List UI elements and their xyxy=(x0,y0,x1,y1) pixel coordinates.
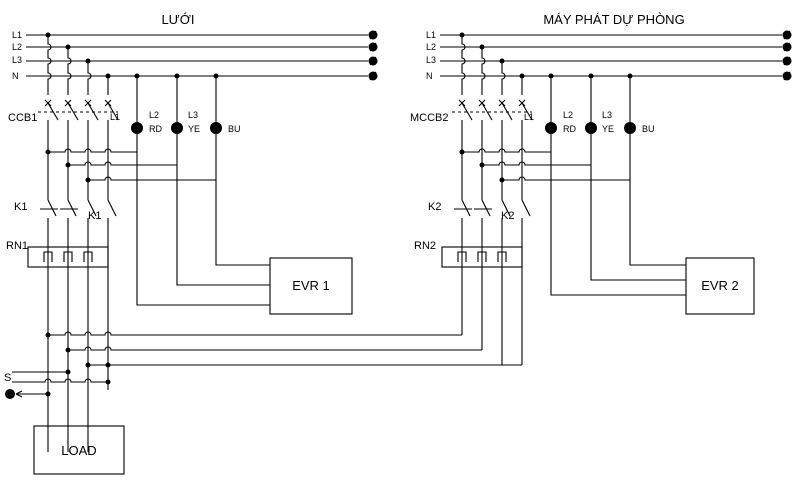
left-breaker-contacts xyxy=(38,99,119,150)
right-bus-label-n: N xyxy=(426,71,433,81)
arrow-left-icon xyxy=(15,390,23,398)
lamp-icon xyxy=(624,122,636,134)
side-label-s: S xyxy=(4,372,11,384)
left-lamp-color-ye: YE xyxy=(188,124,200,134)
generator-title: MÁY PHÁT DỰ PHÒNG xyxy=(543,12,684,27)
left-lamp-phase-l2: L2 xyxy=(149,110,159,120)
left-breaker-label: CCB1 xyxy=(8,112,37,124)
lamp-icon xyxy=(171,122,183,134)
right-breaker-contacts xyxy=(452,99,533,150)
right-indicator-lamps: L2 RD L3 YE BU xyxy=(545,76,655,180)
lamp-icon xyxy=(585,122,597,134)
right-contactor-label-b: K2 xyxy=(501,210,514,222)
left-lamp-phase-l1: L1 xyxy=(110,112,120,122)
evr1-label: EVR 1 xyxy=(292,278,330,293)
left-bus-label-l1: L1 xyxy=(12,30,22,40)
right-lamp-taps xyxy=(459,148,630,200)
left-lamp-color-bu: BU xyxy=(228,124,241,134)
left-contactor-label-b: K1 xyxy=(88,210,101,222)
evr2-label: EVR 2 xyxy=(701,278,739,293)
lamp-icon xyxy=(545,122,557,134)
left-bus-label-n: N xyxy=(12,71,19,81)
evr1-wiring: EVR 1 xyxy=(136,152,353,315)
right-breaker-label: MCCB2 xyxy=(410,112,449,124)
load-label: LOAD xyxy=(61,443,96,458)
left-bus-label-l2: L2 xyxy=(12,42,22,52)
right-relay-label: RN2 xyxy=(414,240,436,252)
left-relay: RN1 xyxy=(6,240,109,452)
side-taps: S 1 xyxy=(4,369,111,399)
lamp-icon xyxy=(131,122,143,134)
left-contactor-label: K1 xyxy=(14,201,27,213)
right-bus-label-l2: L2 xyxy=(426,42,436,52)
grid-title: LƯỚI xyxy=(161,12,194,27)
right-bus-label-l3: L3 xyxy=(426,55,436,65)
lamp-icon xyxy=(210,122,222,134)
right-relay: RN2 xyxy=(414,240,523,365)
right-lamp-phase-l1: L1 xyxy=(524,112,534,122)
left-bus-label-l3: L3 xyxy=(12,55,22,65)
right-lamp-color-rd: RD xyxy=(563,124,576,134)
left-lamp-phase-l3: L3 xyxy=(188,110,198,120)
terminal-circle-icon xyxy=(5,389,15,399)
right-bus-label-l1: L1 xyxy=(426,30,436,40)
generator-to-load-wiring xyxy=(45,331,522,368)
right-breaker: MCCB2 L1 xyxy=(410,99,534,150)
right-bus: L1 L2 L3 N xyxy=(426,30,792,95)
right-terminal-icons xyxy=(782,30,792,81)
evr2-wiring: EVR 2 xyxy=(550,152,755,315)
right-lamp-phase-l2: L2 xyxy=(563,110,573,120)
left-breaker: CCB1 L1 xyxy=(8,99,120,150)
right-lamp-phase-l3: L3 xyxy=(602,110,612,120)
right-lamp-color-ye: YE xyxy=(602,124,614,134)
right-lamp-color-bu: BU xyxy=(642,124,655,134)
left-terminal-icons xyxy=(368,30,378,81)
left-lamp-color-rd: RD xyxy=(149,124,162,134)
side-label-one: 1 xyxy=(8,389,13,399)
left-contactor: K1 K1 xyxy=(14,199,117,245)
left-bus: L1 L2 L3 N xyxy=(12,30,378,95)
right-contactor-label: K2 xyxy=(428,201,441,213)
left-lamp-taps xyxy=(45,148,216,200)
load-box: LOAD xyxy=(33,425,125,475)
left-indicator-lamps: L2 RD L3 YE BU xyxy=(131,76,241,180)
right-contactor: K2 K2 xyxy=(428,199,531,245)
left-relay-label: RN1 xyxy=(6,240,28,252)
